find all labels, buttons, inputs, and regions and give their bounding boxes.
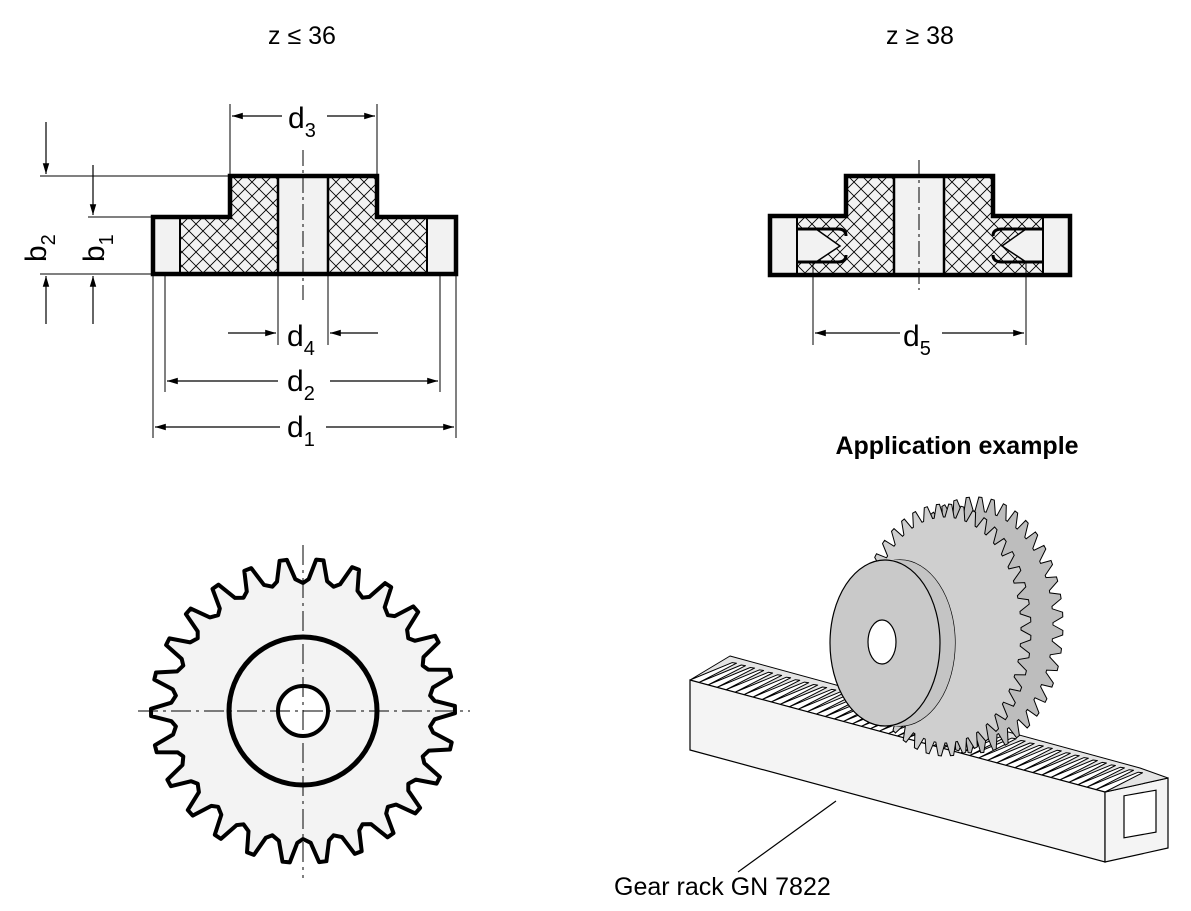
- left-section-outline: [150, 173, 459, 277]
- rack-leader-line: [737, 800, 837, 873]
- dim-d4-label: d4: [287, 320, 315, 360]
- dim-b2-label: b2: [20, 234, 60, 262]
- right-heading: z ≥ 38: [886, 22, 954, 50]
- pinion-bore: [867, 619, 897, 665]
- dim-b1-label: b1: [78, 234, 118, 262]
- application-illustration: [689, 496, 1169, 863]
- dim-d2-label: d2: [287, 365, 315, 405]
- right-section-view: d5: [767, 160, 1073, 360]
- dim-d3-label: d3: [288, 102, 316, 142]
- right-section-outline: [767, 173, 1073, 278]
- left-heading: z ≤ 36: [268, 22, 336, 50]
- left-section-view: d3 d4 d2 d1 b2 b1: [20, 102, 459, 451]
- dim-d5-label: d5: [903, 320, 931, 360]
- dim-d1-label: d1: [287, 411, 315, 451]
- gear-front-view: [138, 545, 470, 878]
- application-title: Application example: [835, 432, 1078, 460]
- rack-end-hole: [1123, 789, 1157, 839]
- rack-label: Gear rack GN 7822: [614, 873, 831, 901]
